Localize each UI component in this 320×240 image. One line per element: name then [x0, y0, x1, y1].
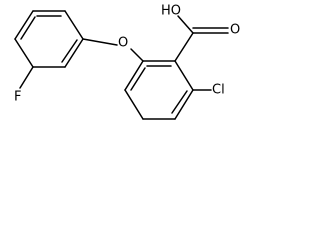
- double-bond-inner: [130, 67, 146, 91]
- bond: [174, 60, 194, 91]
- bond: [64, 38, 84, 68]
- chlorine-label: Cl: [212, 83, 225, 98]
- bond: [124, 89, 144, 120]
- carboxyl-bond: [174, 32, 194, 62]
- hydroxyl-bond: [177, 15, 194, 34]
- hydroxyl-label: HO: [161, 4, 181, 19]
- bond: [14, 10, 34, 40]
- bond: [14, 38, 34, 68]
- carbonyl-oxygen-label: O: [230, 23, 240, 38]
- fluorine-bond: [19, 66, 34, 89]
- ether-bond-right: [130, 48, 144, 62]
- benzoic-acid-ring: [124, 60, 194, 120]
- double-bond-inner: [171, 90, 188, 114]
- chemical-structure: HO O O F Cl: [14, 4, 240, 120]
- double-bond-inner: [61, 39, 78, 63]
- double-bond-inner: [20, 16, 36, 40]
- bond: [124, 60, 144, 91]
- bond: [64, 10, 84, 40]
- ether-oxygen-label: O: [118, 36, 128, 51]
- bond: [174, 89, 194, 120]
- ether-bond-left: [82, 38, 118, 46]
- fluorophenyl-ring: [14, 10, 84, 68]
- fluorine-label: F: [14, 90, 21, 105]
